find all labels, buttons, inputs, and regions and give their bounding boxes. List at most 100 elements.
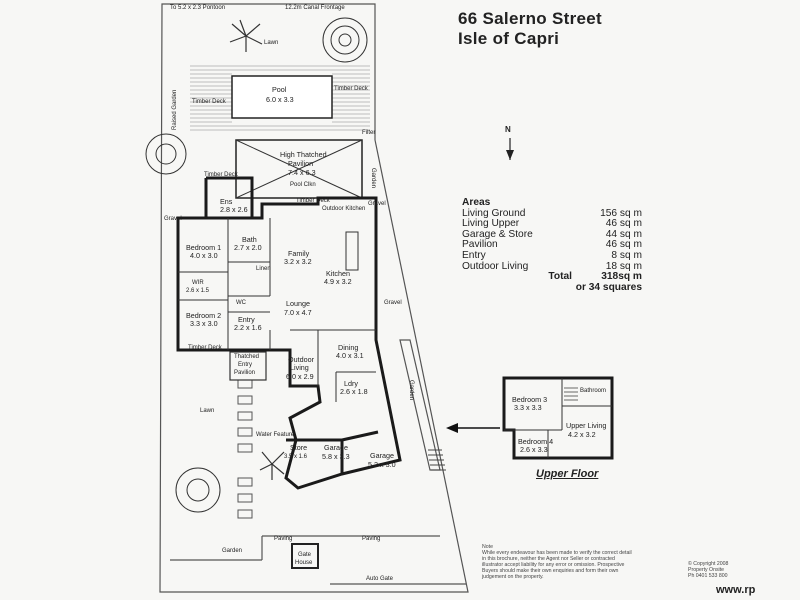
copyright-text: © Copyright 2008 Property Onsite Ph 0401… <box>688 561 729 579</box>
kitchen-island <box>345 231 359 271</box>
timber-deck-center: Timber Deck <box>296 198 331 204</box>
paving-left-label: Paving <box>274 536 292 542</box>
timber-deck-right: Timber Deck <box>334 86 369 92</box>
lounge-size: 7.0 x 4.7 <box>284 308 312 317</box>
garage2-name: Garage <box>370 451 394 460</box>
wc-label: WC <box>236 300 247 306</box>
ldry-name: Ldry <box>344 379 358 388</box>
family-name: Family <box>288 249 310 258</box>
pool-name: Pool <box>272 85 287 94</box>
bed4-size: 2.6 x 3.3 <box>520 445 548 454</box>
bed1-name: Bedroom 1 <box>186 243 221 252</box>
page-subtitle: Isle of Capri <box>458 29 560 48</box>
ens-size: 2.8 x 2.6 <box>220 205 248 214</box>
bathroom-label: Bathroom <box>580 388 606 394</box>
bath-name: Bath <box>242 235 257 244</box>
wir-name: WIR <box>192 280 204 286</box>
lounge-name: Lounge <box>286 299 310 308</box>
store-name: Store <box>290 443 307 452</box>
family-size: 3.2 x 3.2 <box>284 257 312 266</box>
filter-label: Filter <box>362 130 375 136</box>
tree-icon <box>145 133 187 175</box>
lawn-top-label: Lawn <box>264 40 278 46</box>
kitchen-name: Kitchen <box>326 269 350 278</box>
gate-house <box>291 543 319 569</box>
garage1-name: Garage <box>324 443 348 452</box>
timber-deck-left: Timber Deck <box>192 99 227 105</box>
tree-icon <box>175 467 221 513</box>
outdoor-name-1: Outdoor <box>288 355 315 364</box>
store-size: 3.5 x 1.6 <box>284 454 308 460</box>
outdoor-size: 6.0 x 2.9 <box>286 372 314 381</box>
bed2-name: Bedroom 2 <box>186 311 221 320</box>
entry-size: 2.2 x 1.6 <box>234 323 262 332</box>
bed3-name: Bedroom 3 <box>512 395 547 404</box>
timber-deck-bottom: Timber Deck <box>188 345 223 351</box>
pool <box>231 75 333 119</box>
pool-size: 6.0 x 3.3 <box>266 95 294 104</box>
entry-pav-name-2: Entry <box>238 362 252 368</box>
garden-bottom-label: Garden <box>222 548 242 554</box>
palm-icon <box>259 451 285 480</box>
pavilion-note: Pool Clkn <box>290 182 316 188</box>
bed4-name: Bedroom 4 <box>518 437 553 446</box>
upper-floor-label: Upper Floor <box>536 468 599 480</box>
north-label: N <box>505 125 511 134</box>
paving-right-label: Paving <box>362 536 380 542</box>
garden-side-label: Garden <box>408 380 414 400</box>
entry-name: Entry <box>238 315 255 324</box>
auto-gate-label: Auto Gate <box>366 576 394 582</box>
garage1-size: 5.8 x 3.3 <box>322 452 350 461</box>
house-walls <box>176 196 402 490</box>
north-arrow: N <box>505 125 514 160</box>
pavilion-size: 7.4 x 6.3 <box>288 168 316 177</box>
gravel-left-label: Gravel <box>164 216 182 222</box>
gravel-right-label: Gravel <box>384 300 402 306</box>
palm-icon <box>229 19 263 52</box>
bed2-size: 3.3 x 3.0 <box>190 319 218 328</box>
outdoor-kitchen-label: Outdoor Kitchen <box>322 206 365 212</box>
areas-squares: or 34 squares <box>575 281 642 293</box>
steps <box>428 449 446 471</box>
outdoor-name-2: Living <box>290 363 309 372</box>
timber-deck-mid: Timber Deck <box>204 172 239 178</box>
ens-name: Ens <box>220 197 233 206</box>
garage-walls <box>286 430 379 474</box>
lawn-bottom-label: Lawn <box>200 408 214 414</box>
pavilion-name: High Thatched <box>280 150 327 159</box>
entry-pavilion <box>229 351 267 381</box>
lot-boundary <box>159 3 469 593</box>
dining-size: 4.0 x 3.1 <box>336 351 364 360</box>
entry-pav-name-3: Pavilion <box>234 370 255 376</box>
stepping-stones <box>237 379 253 519</box>
bed1-size: 4.0 x 3.0 <box>190 251 218 260</box>
gate-house-name-1: Gate <box>298 552 312 558</box>
garden-right-label: Garden <box>370 168 376 188</box>
pavilion <box>235 139 363 199</box>
bath-size: 2.7 x 2.0 <box>234 243 262 252</box>
upper-stairs <box>564 387 578 401</box>
water-feature-label: Water Feature <box>256 432 295 438</box>
upper-floor-arrow <box>446 423 500 433</box>
garage2-size: 5.2 x 3.0 <box>368 460 396 469</box>
canal-label: 12.2m Canal Frontage <box>285 5 345 11</box>
page-title: 66 Salerno Street <box>458 9 602 28</box>
gravel-top-label: Gravel <box>368 201 386 207</box>
wir-size: 2.6 x 1.5 <box>186 288 210 294</box>
pontoon-label: To 5.2 x 2.3 Pontoon <box>170 5 225 11</box>
ldry-size: 2.6 x 1.8 <box>340 387 368 396</box>
ensuite-walls <box>204 176 254 218</box>
upper-interior-walls <box>504 378 612 458</box>
watermark: www.rp <box>716 584 756 596</box>
bed3-size: 3.3 x 3.3 <box>514 403 542 412</box>
linen-label: Linen <box>256 266 271 272</box>
raised-garden-label: Raised Garden <box>172 90 178 130</box>
disclaimer-note: Note While every endeavour has been made… <box>482 544 632 580</box>
